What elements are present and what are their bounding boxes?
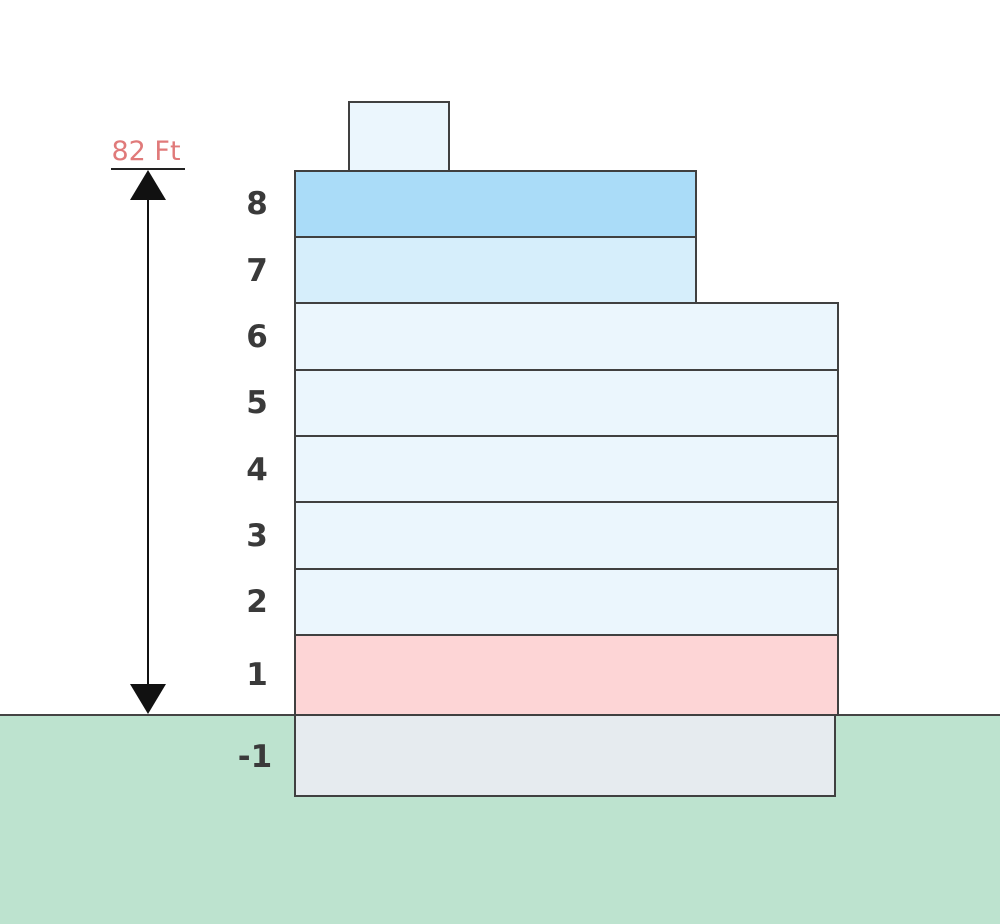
floor-label-5: 5 [246,385,268,421]
dimension-arrow-top [130,170,166,200]
floor-6 [294,302,839,371]
floor-basement [294,714,836,797]
rooftop-structure [348,101,450,172]
floor-5 [294,369,839,437]
floor-label-basement: -1 [237,739,273,775]
floor-label-4: 4 [246,452,268,488]
floor-label-7: 7 [246,253,268,289]
floor-label-2: 2 [246,584,268,620]
height-label: 82 Ft [111,136,181,167]
floor-3 [294,501,839,570]
floor-8 [294,170,697,238]
dimension-arrow-bottom [130,684,166,714]
floor-label-8: 8 [246,186,268,222]
floor-7 [294,236,697,304]
floor-1 [294,634,839,716]
floor-2 [294,568,839,636]
floor-label-6: 6 [246,319,268,355]
floor-label-1: 1 [246,657,268,693]
floor-label-3: 3 [246,518,268,554]
floor-4 [294,435,839,503]
